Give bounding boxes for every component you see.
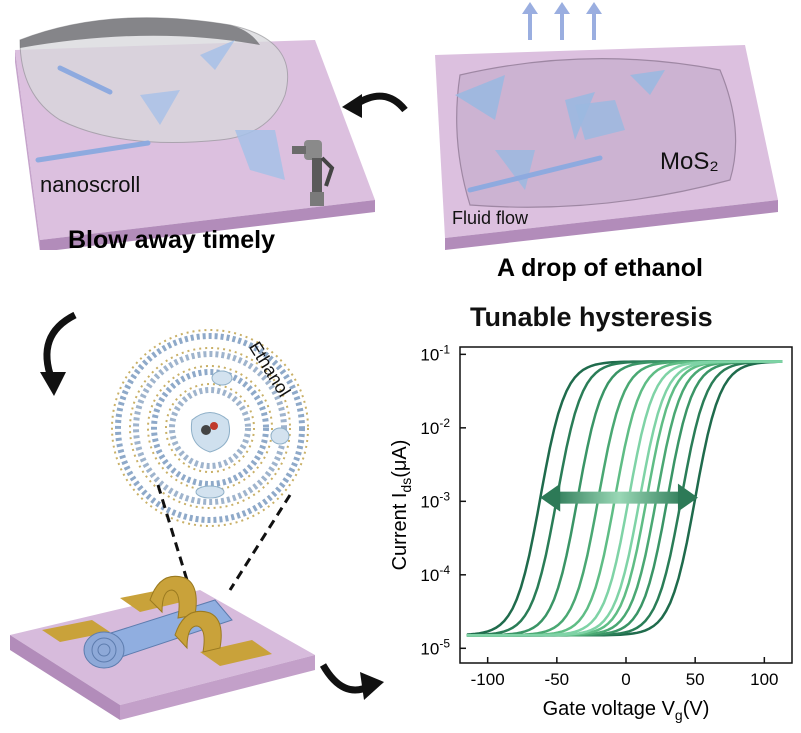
y-tick-label: 10-4 (420, 563, 450, 585)
y-axis-label: Current Ids(μA) (389, 440, 414, 571)
hysteresis-backward-curve (466, 360, 783, 637)
x-tick-label: -100 (471, 670, 505, 689)
nanoscroll-rod (35, 140, 151, 163)
evaporation-arrows-icon (522, 2, 602, 40)
mos2-flake (630, 70, 665, 95)
mos2-flake (140, 90, 180, 125)
x-tick-label: 50 (686, 670, 705, 689)
arrow-down-icon (40, 311, 77, 396)
x-tick-label: 100 (750, 670, 778, 689)
gold-clamp (149, 575, 197, 619)
device-illustration (10, 575, 315, 720)
substrate-top (10, 590, 315, 705)
ethanol-droplet (211, 370, 233, 386)
mos2-label: MoS₂ (660, 148, 719, 175)
ethanol-droplet (195, 485, 225, 499)
ethanol-molecule-icon (201, 425, 211, 435)
substrate-edge (10, 635, 120, 720)
nanoscroll-end (83, 631, 125, 669)
arrow-right-to-left-icon (342, 92, 408, 118)
mos2-flake (455, 75, 505, 120)
zoom-lines (156, 484, 292, 591)
x-axis-label: Gate voltage Vg(V) (543, 698, 710, 723)
arrow-to-chart-icon (319, 663, 384, 700)
mos2-flake (200, 40, 235, 70)
substrate-side (15, 50, 40, 250)
scroll-layer-ring (133, 351, 287, 505)
fluid-flow-label: Fluid flow (452, 208, 529, 228)
x-tick-label: -50 (545, 670, 570, 689)
mos2-flake (575, 100, 625, 140)
substrate-edge (445, 200, 778, 250)
y-tick-label: 10-5 (420, 636, 450, 658)
spray-gun-icon (292, 140, 335, 206)
panel-blow-away (15, 17, 375, 250)
y-tick-label: 10-3 (420, 489, 450, 511)
scroll-layer-ring (169, 387, 251, 469)
double-arrow-right-head (677, 483, 698, 512)
double-arrow-left-head (540, 483, 561, 512)
film-top (20, 17, 260, 48)
substrate-edge (40, 200, 375, 250)
scroll-layer-ring (115, 333, 305, 523)
gold-electrode (200, 640, 272, 666)
y-tick-label: 10-1 (420, 342, 450, 364)
panel-ethanol-drop (435, 2, 778, 250)
nanoscroll-rod (57, 65, 113, 95)
substrate-side (120, 655, 315, 720)
nanoscroll-cross-section (111, 329, 309, 527)
caption-blow-away: Blow away timely (68, 226, 276, 254)
double-arrow-shaft (552, 491, 686, 504)
gold-electrode (42, 620, 110, 642)
chart-title: Tunable hysteresis (470, 302, 713, 332)
x-tick-label: 0 (621, 670, 630, 689)
y-tick-label: 10-2 (420, 416, 450, 438)
ethanol-droplet (270, 427, 290, 445)
gold-clamp (174, 610, 222, 653)
caption-ethanol-drop: A drop of ethanol (497, 254, 703, 282)
nanoscroll-rod (467, 155, 603, 193)
nanoscroll-label: nanoscroll (40, 172, 141, 197)
mos2-flake (235, 130, 285, 180)
mos2-flake (495, 150, 535, 190)
scroll-layer-ring (151, 369, 269, 487)
